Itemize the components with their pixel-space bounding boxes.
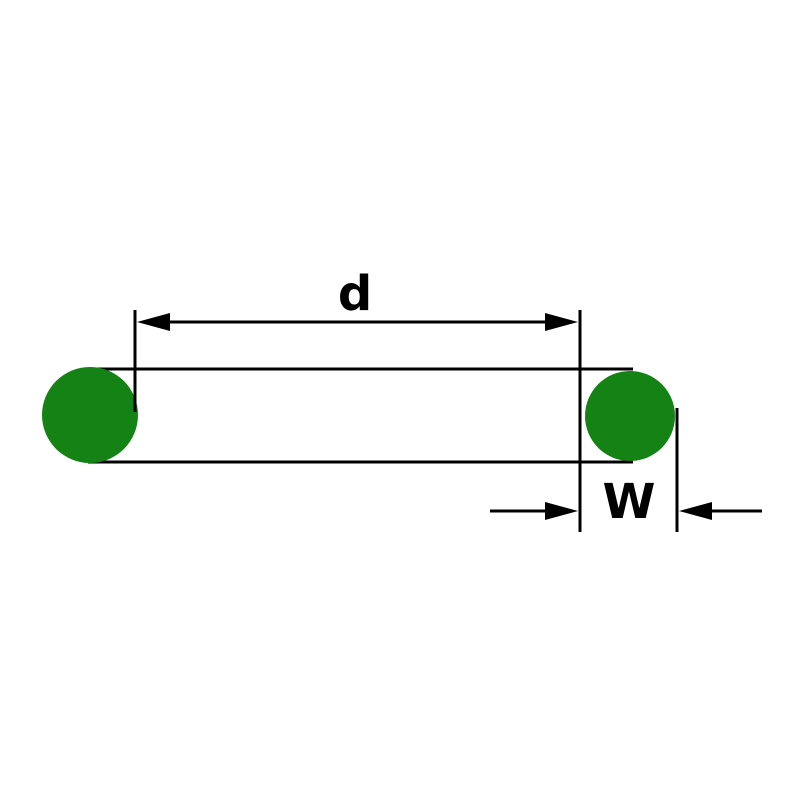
d-arrowhead-right-icon bbox=[545, 313, 578, 331]
w-arrowhead-right-icon bbox=[679, 502, 712, 520]
w-arrowhead-left-icon bbox=[545, 502, 578, 520]
w-label: W bbox=[603, 474, 656, 530]
oring-cross-section-left bbox=[42, 367, 138, 463]
d-arrowhead-left-icon bbox=[137, 313, 170, 331]
oring-cross-section-right bbox=[585, 371, 675, 461]
d-label: d bbox=[338, 266, 372, 322]
